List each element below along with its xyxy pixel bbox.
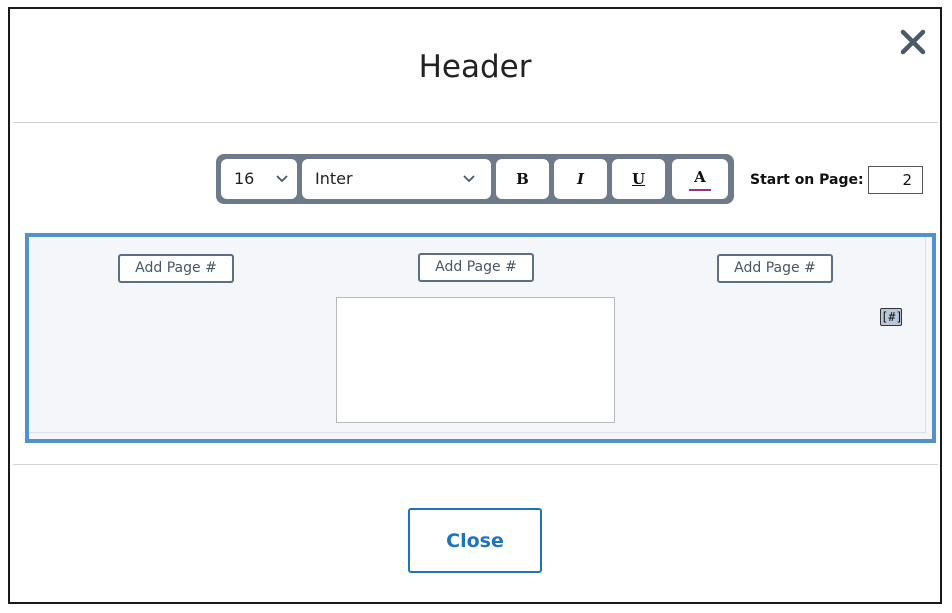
text-color-icon: A	[694, 168, 706, 186]
chevron-down-icon	[463, 175, 475, 183]
italic-icon: I	[576, 170, 585, 188]
text-color-button[interactable]: A	[672, 159, 728, 199]
dialog-title: Header	[418, 49, 532, 85]
bold-button[interactable]: B	[496, 159, 549, 199]
close-icon[interactable]	[895, 24, 931, 60]
header-sections-inner	[29, 237, 926, 433]
formatting-toolbar: 16 Inter B I U A	[216, 154, 734, 204]
font-family-select[interactable]: Inter	[302, 159, 491, 199]
close-x-svg	[900, 29, 926, 55]
underline-button[interactable]: U	[612, 159, 665, 199]
bold-icon: B	[516, 170, 529, 188]
top-divider	[13, 122, 938, 123]
bottom-divider	[13, 464, 938, 465]
add-page-number-center-button[interactable]: Add Page #	[418, 253, 534, 282]
font-size-select[interactable]: 16	[221, 159, 297, 199]
center-header-textarea[interactable]	[336, 297, 615, 423]
chevron-down-icon	[276, 175, 288, 183]
close-button[interactable]: Close	[408, 508, 542, 573]
add-page-number-left-button[interactable]: Add Page #	[118, 254, 234, 283]
text-color-swatch	[689, 189, 711, 191]
font-family-value: Inter	[315, 169, 353, 188]
header-sections-area: Add Page # Add Page # Add Page # [#]	[25, 233, 936, 443]
start-page-label: Start on Page:	[750, 172, 864, 188]
underline-icon: U	[631, 170, 646, 188]
header-dialog: Header 16 Inter B I U	[8, 7, 942, 604]
font-size-value: 16	[234, 169, 255, 188]
start-page-input[interactable]	[868, 166, 923, 194]
add-page-number-right-button[interactable]: Add Page #	[717, 254, 833, 283]
page-number-token[interactable]: [#]	[880, 308, 903, 326]
italic-button[interactable]: I	[554, 159, 607, 199]
